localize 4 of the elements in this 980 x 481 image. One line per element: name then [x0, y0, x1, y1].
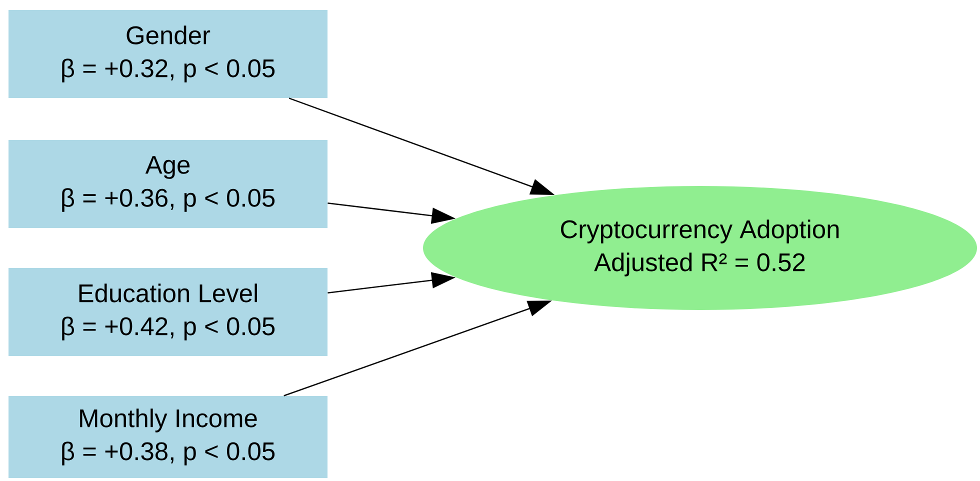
process-box: Age β = +0.36, p < 0.05 [8, 140, 328, 228]
process-box: Education Level β = +0.42, p < 0.05 [8, 268, 328, 356]
process-box: Monthly Income β = +0.38, p < 0.05 [8, 396, 328, 478]
process-box: Gender β = +0.32, p < 0.05 [8, 10, 328, 98]
